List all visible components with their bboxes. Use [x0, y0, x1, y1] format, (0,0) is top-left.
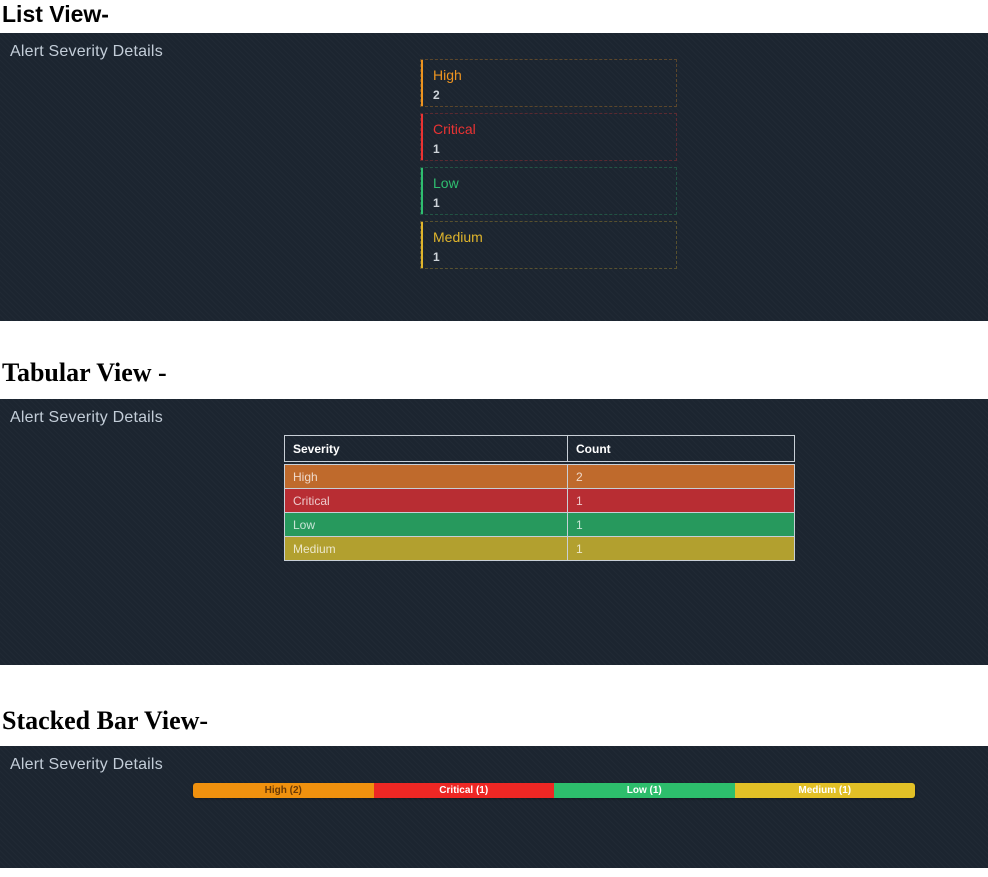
- severity-color-stripe: [421, 168, 423, 214]
- tabular-view-panel: Alert Severity Details Severity Count Hi…: [0, 399, 988, 665]
- stacked-bar: High (2) Critical (1) Low (1) Medium (1): [193, 783, 915, 798]
- table-row-high[interactable]: High 2: [284, 464, 795, 489]
- section-heading-list-view: List View-: [2, 1, 109, 27]
- severity-label: High: [433, 67, 462, 83]
- count-cell: 2: [576, 469, 583, 484]
- panel-title: Alert Severity Details: [10, 43, 163, 60]
- panel-title: Alert Severity Details: [10, 409, 163, 426]
- severity-cell: High: [285, 465, 568, 488]
- severity-color-stripe: [421, 114, 423, 160]
- segment-label: High (2): [264, 785, 302, 796]
- severity-list: High 2 Critical 1 Low 1 Medium 1: [420, 59, 677, 275]
- segment-label: Medium (1): [798, 785, 852, 796]
- bar-segment-critical[interactable]: Critical (1): [373, 783, 554, 798]
- stacked-bar-view-panel: Alert Severity Details High (2) Critical…: [0, 746, 988, 868]
- severity-label: Low: [433, 175, 459, 191]
- segment-label: Critical (1): [439, 785, 489, 796]
- count-cell: 1: [576, 541, 583, 556]
- severity-count: 1: [433, 142, 440, 156]
- severity-table: Severity Count High 2 Critical 1 Low 1 M…: [284, 435, 795, 561]
- list-item-medium[interactable]: Medium 1: [420, 221, 677, 269]
- severity-cell: Low: [285, 513, 568, 536]
- bar-segment-low[interactable]: Low (1): [554, 783, 735, 798]
- column-header-count: Count: [576, 441, 611, 456]
- severity-cell: Medium: [285, 537, 568, 560]
- panel-title: Alert Severity Details: [10, 756, 163, 773]
- severity-count: 1: [433, 196, 440, 210]
- severity-count: 2: [433, 88, 440, 102]
- list-item-low[interactable]: Low 1: [420, 167, 677, 215]
- table-row-medium[interactable]: Medium 1: [284, 536, 795, 561]
- list-item-high[interactable]: High 2: [420, 59, 677, 107]
- table-header-row: Severity Count: [284, 435, 795, 462]
- list-item-critical[interactable]: Critical 1: [420, 113, 677, 161]
- section-heading-tabular-view: Tabular View -: [2, 358, 167, 387]
- severity-cell: Critical: [285, 489, 568, 512]
- table-row-low[interactable]: Low 1: [284, 512, 795, 537]
- severity-label: Critical: [433, 121, 476, 137]
- count-cell: 1: [576, 493, 583, 508]
- section-heading-stacked-bar-view: Stacked Bar View-: [2, 706, 209, 735]
- severity-color-stripe: [421, 222, 423, 268]
- table-row-critical[interactable]: Critical 1: [284, 488, 795, 513]
- table-body: High 2 Critical 1 Low 1 Medium 1: [284, 464, 795, 561]
- bar-segment-medium[interactable]: Medium (1): [734, 783, 915, 798]
- count-cell: 1: [576, 517, 583, 532]
- column-header-severity: Severity: [285, 436, 568, 461]
- severity-count: 1: [433, 250, 440, 264]
- severity-color-stripe: [421, 60, 423, 106]
- segment-label: Low (1): [626, 785, 662, 796]
- severity-label: Medium: [433, 229, 483, 245]
- bar-segment-high[interactable]: High (2): [193, 783, 374, 798]
- list-view-panel: Alert Severity Details High 2 Critical 1…: [0, 33, 988, 321]
